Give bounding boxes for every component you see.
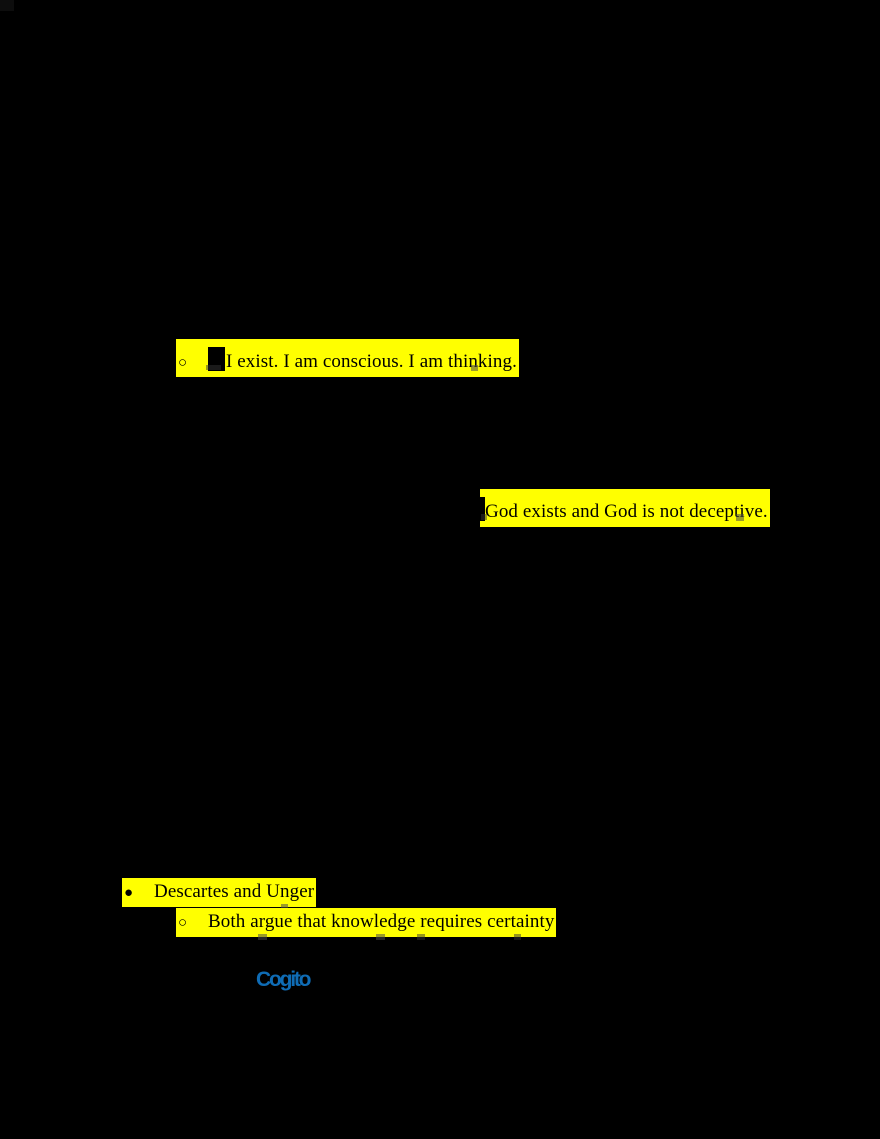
descender-ghost xyxy=(376,934,385,940)
descender-ghost xyxy=(736,514,744,521)
highlight-run-i-exist[interactable]: ○ I exist. I am conscious. I am thinking… xyxy=(176,339,519,377)
descender-ghost xyxy=(417,934,425,940)
highlight-run-both-argue[interactable]: ○ Both argue that knowledge requires cer… xyxy=(176,908,557,937)
highlight-run-descartes-and-unger[interactable]: ● Descartes and Unger xyxy=(122,878,317,907)
outline-line-i-exist[interactable]: ○ I exist. I am conscious. I am thinking… xyxy=(176,339,519,377)
highlight-run-god-exists[interactable]: God exists and God is not deceptive. xyxy=(480,489,770,527)
descender-ghost xyxy=(206,365,221,370)
blue-text-fragment[interactable]: Cogito xyxy=(256,968,311,991)
descender-ghost xyxy=(481,514,487,520)
descender-ghost xyxy=(514,934,521,940)
outline-text-both-argue: Both argue that knowledge requires certa… xyxy=(208,911,555,932)
blue-fragment-text: Cogito xyxy=(256,968,311,991)
descender-ghost xyxy=(281,904,288,910)
outline-text-god-exists: God exists and God is not deceptive. xyxy=(485,501,768,522)
bullet-circle-icon: ○ xyxy=(178,355,188,371)
redacted-edge-marker xyxy=(480,497,485,521)
outline-line-both-argue[interactable]: ○ Both argue that knowledge requires cer… xyxy=(176,908,557,937)
descender-ghost xyxy=(258,934,267,940)
outline-text-i-exist: I exist. I am conscious. I am thinking. xyxy=(226,351,517,372)
bullet-circle-icon: ○ xyxy=(178,915,188,931)
page-corner-artifact xyxy=(0,0,14,11)
outline-text-descartes-and-unger: Descartes and Unger xyxy=(154,881,315,902)
outline-line-god-exists[interactable]: God exists and God is not deceptive. xyxy=(480,489,770,527)
outline-line-descartes-and-unger[interactable]: ● Descartes and Unger xyxy=(122,878,317,907)
bullet-disc-icon: ● xyxy=(124,885,134,901)
descender-ghost xyxy=(471,365,478,371)
